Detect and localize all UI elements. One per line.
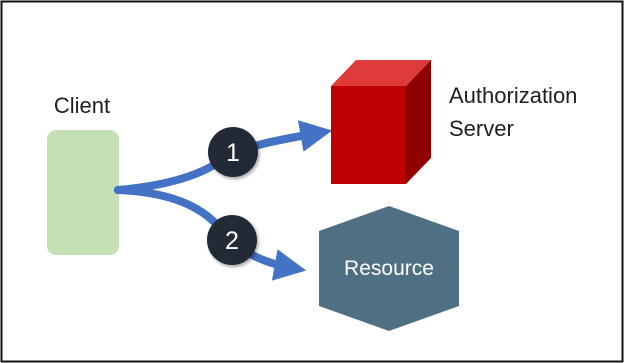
- step-1-badge: [208, 127, 258, 177]
- step-1-label: 1: [226, 139, 240, 167]
- resource-label: Resource: [344, 257, 434, 280]
- cube-top-face: [331, 60, 431, 86]
- resource-hexagon: [319, 206, 459, 331]
- cube-side-face: [406, 60, 431, 184]
- auth-server-label-line2: Server: [449, 116, 514, 141]
- step-2-badge: [207, 215, 257, 265]
- client-box: [47, 130, 119, 255]
- cube-front-face: [331, 86, 406, 184]
- client-label: Client: [54, 93, 110, 118]
- auth-server-cube: [331, 60, 431, 184]
- step-2-label: 2: [225, 227, 239, 255]
- auth-server-label-line1: Authorization: [449, 83, 577, 108]
